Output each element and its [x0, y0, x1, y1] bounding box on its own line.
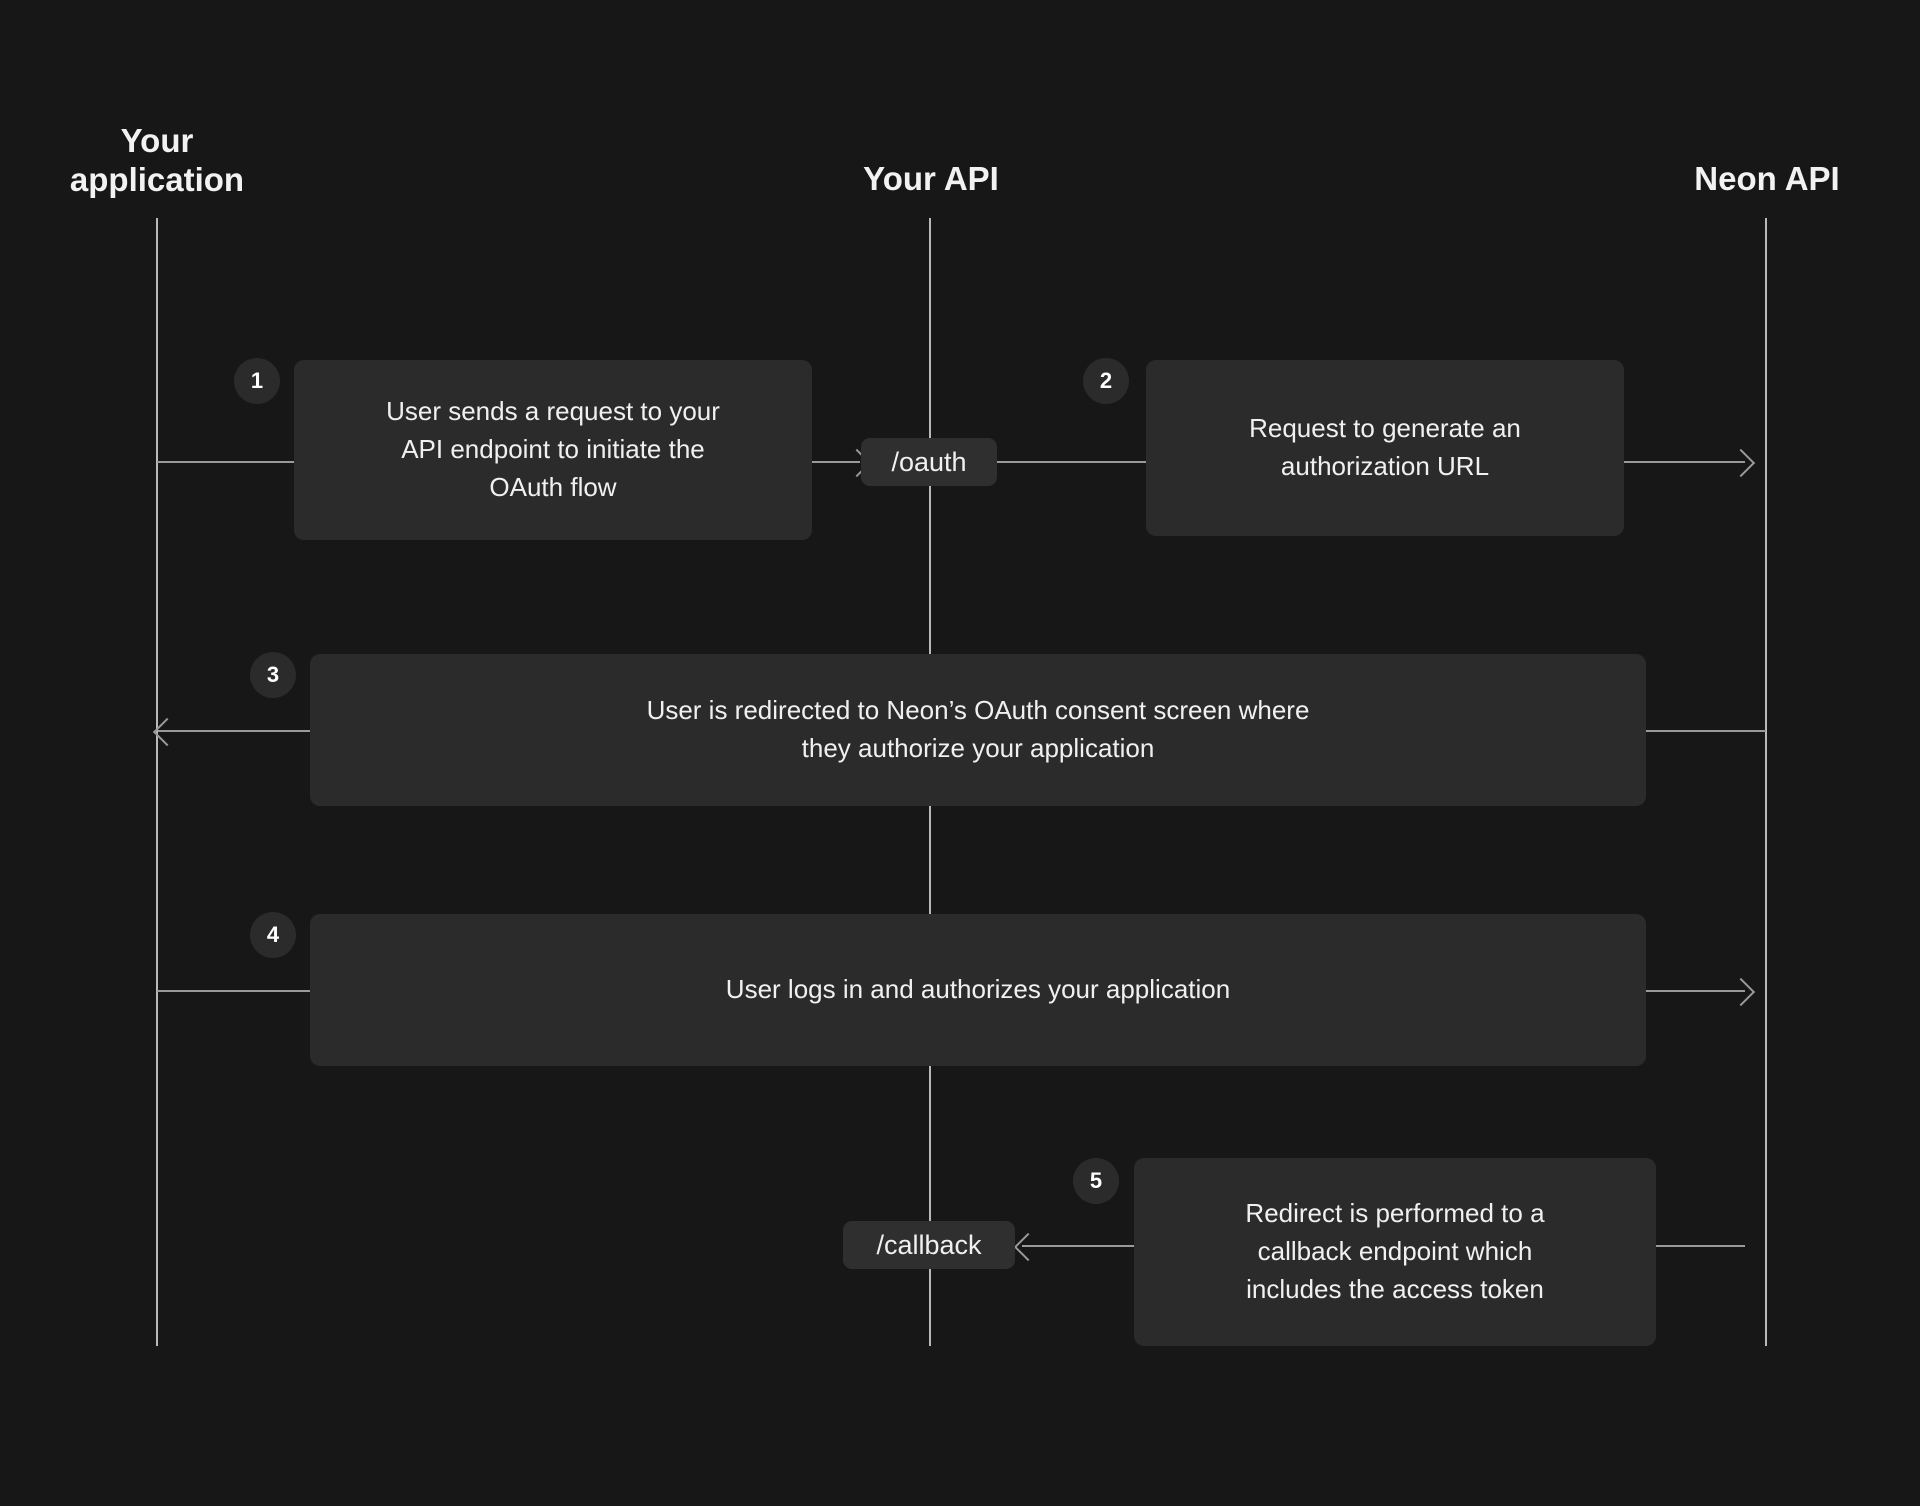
endpoint-pill-callback[interactable]: /callback: [843, 1221, 1015, 1269]
connector-step-5-left: [1022, 1245, 1134, 1247]
message-text-step-5: Redirect is performed to a callback endp…: [1245, 1198, 1545, 1304]
lifeline-your-application: [156, 218, 158, 1346]
step-badge-5: 5: [1073, 1158, 1119, 1204]
arrowhead-step-5: [1013, 1232, 1043, 1262]
lifeline-neon-api: [1765, 218, 1767, 1346]
message-box-step-2: Request to generate an authorization URL: [1146, 360, 1624, 536]
arrowhead-step-2: [1726, 448, 1756, 478]
message-box-step-5: Redirect is performed to a callback endp…: [1134, 1158, 1656, 1346]
step-badge-2: 2: [1083, 358, 1129, 404]
message-text-step-3: User is redirected to Neon’s OAuth conse…: [646, 695, 1310, 763]
connector-step-5-right: [1656, 1245, 1745, 1247]
connector-step-4-left: [157, 990, 310, 992]
connector-step-2-left: [997, 461, 1147, 463]
connector-step-3-right: [1646, 730, 1766, 732]
connector-step-4-right: [1646, 990, 1745, 992]
actor-label-neon-api: Neon API: [1694, 160, 1840, 197]
message-box-step-4: User logs in and authorizes your applica…: [310, 914, 1646, 1066]
endpoint-pill-oauth[interactable]: /oauth: [861, 438, 997, 486]
message-box-step-1: User sends a request to your API endpoin…: [294, 360, 812, 540]
connector-step-2-right: [1623, 461, 1745, 463]
message-text-step-2: Request to generate an authorization URL: [1249, 413, 1521, 481]
step-badge-3: 3: [250, 652, 296, 698]
step-badge-4: 4: [250, 912, 296, 958]
arrowhead-step-4: [1726, 977, 1756, 1007]
step-badge-1: 1: [234, 358, 280, 404]
connector-step-1-arrow-stem: [812, 461, 860, 463]
actor-label-your-application: Your application: [69, 122, 245, 198]
connector-step-1-left: [157, 461, 305, 463]
message-text-step-1: User sends a request to your API endpoin…: [386, 396, 720, 502]
message-text-step-4: User logs in and authorizes your applica…: [725, 974, 1231, 1005]
message-box-step-3: User is redirected to Neon’s OAuth conse…: [310, 654, 1646, 806]
actor-label-your-api: Your API: [863, 160, 999, 197]
connector-step-3-left: [158, 730, 310, 732]
